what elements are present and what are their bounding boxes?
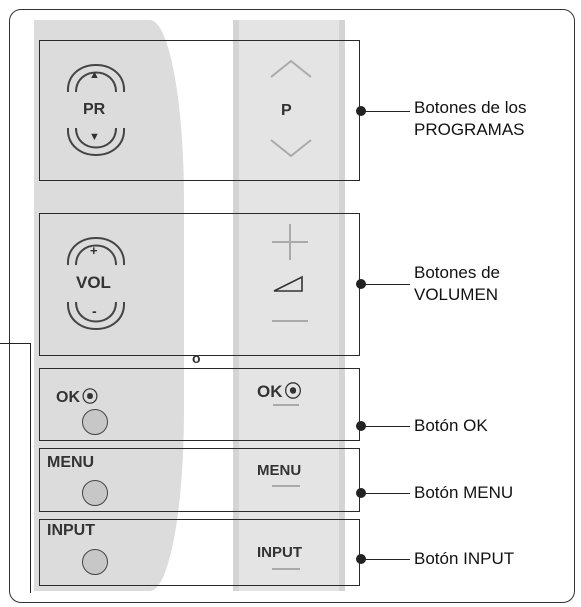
menu-label-right[interactable]: MENU (257, 462, 302, 479)
volumen-annotation-line1: Botones de (414, 263, 501, 282)
ok-target-icon-right: ⦿ (284, 382, 302, 401)
volumen-callout-dot (356, 279, 366, 289)
menu-callout-line (362, 493, 410, 495)
input-buttons-box (39, 519, 360, 586)
programas-annotation-line2: PROGRAMAS (414, 120, 525, 139)
programas-callout-dot (356, 106, 366, 116)
input-callout-dot (356, 554, 366, 564)
volume-wedge-icon (273, 275, 303, 292)
ok-label-text: OK (56, 389, 80, 406)
ok-underline (273, 404, 299, 406)
volumen-annotation-line2: VOLUMEN (414, 285, 499, 304)
pr-up-arc-icon (66, 64, 126, 93)
ok-callout-dot (356, 421, 366, 431)
ok-round-button[interactable] (82, 409, 108, 435)
input-label-left: INPUT (47, 522, 95, 539)
vol-minus-line-icon[interactable] (270, 318, 310, 324)
input-annotation: Botón INPUT (414, 549, 515, 568)
input-callout-line (362, 559, 410, 561)
volumen-annotation: Botones de VOLUMEN (414, 262, 500, 306)
vol-plus-icon[interactable]: + (90, 243, 98, 258)
menu-callout-dot (356, 488, 366, 498)
vol-down-arc-icon (66, 301, 126, 330)
input-underline (272, 568, 300, 570)
menu-buttons-box (39, 448, 360, 512)
menu-round-button[interactable] (82, 480, 108, 506)
pr-up-arrow-icon[interactable]: ▲ (89, 69, 100, 81)
or-label: o (192, 350, 201, 366)
vol-up-arc-icon (66, 237, 126, 266)
ok-buttons-box (39, 368, 360, 441)
volumen-callout-line (362, 284, 410, 286)
pr-label: PR (83, 101, 106, 118)
ok-label-right[interactable]: OK⦿ (257, 377, 302, 402)
vol-label: VOL (76, 273, 111, 292)
programas-annotation: Botones de los PROGRAMAS (414, 97, 526, 141)
ok-label-left: OK⦿ (56, 383, 98, 407)
pr-down-arrow-icon[interactable]: ▼ (89, 131, 100, 143)
programas-annotation-line1: Botones de los (414, 98, 527, 117)
ok-annotation: Botón OK (414, 416, 488, 435)
p-label: P (281, 102, 292, 119)
side-bracket-vertical (30, 343, 32, 593)
side-bracket-line (0, 343, 30, 345)
programas-callout-line (362, 111, 410, 113)
pr-down-arc-icon (66, 127, 126, 156)
ok-target-icon: ⦿ (82, 389, 99, 406)
vol-minus-icon[interactable]: - (92, 303, 97, 319)
input-round-button[interactable] (82, 549, 108, 575)
menu-annotation: Botón MENU (414, 483, 514, 502)
p-up-chevron-icon[interactable] (268, 57, 314, 81)
right-remote-panel (233, 20, 345, 591)
ok-label-text-right: OK (257, 382, 283, 401)
p-down-chevron-icon[interactable] (268, 136, 314, 160)
vol-plus-line-icon[interactable] (270, 222, 310, 262)
menu-underline (272, 485, 300, 487)
menu-label-left: MENU (47, 454, 95, 471)
left-remote-panel (34, 20, 184, 591)
input-label-right[interactable]: INPUT (257, 544, 302, 561)
ok-callout-line (362, 426, 410, 428)
